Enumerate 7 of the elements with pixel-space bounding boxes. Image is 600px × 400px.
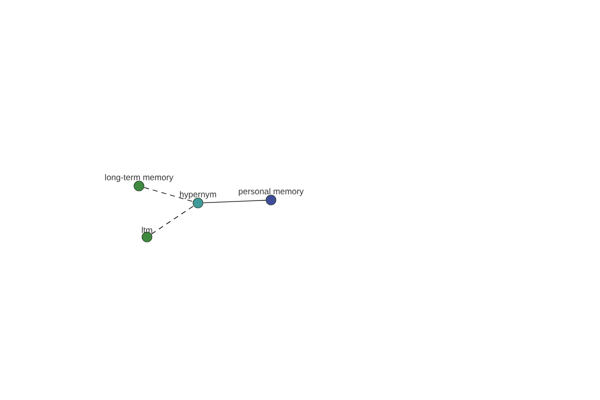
connector <box>151 206 194 234</box>
node-label: long-term memory <box>105 174 174 182</box>
node-label: personal memory <box>238 188 304 196</box>
connector <box>202 200 266 204</box>
node-label: hypernym <box>180 191 216 199</box>
node-label: ltm <box>142 226 152 233</box>
connector <box>144 187 194 202</box>
